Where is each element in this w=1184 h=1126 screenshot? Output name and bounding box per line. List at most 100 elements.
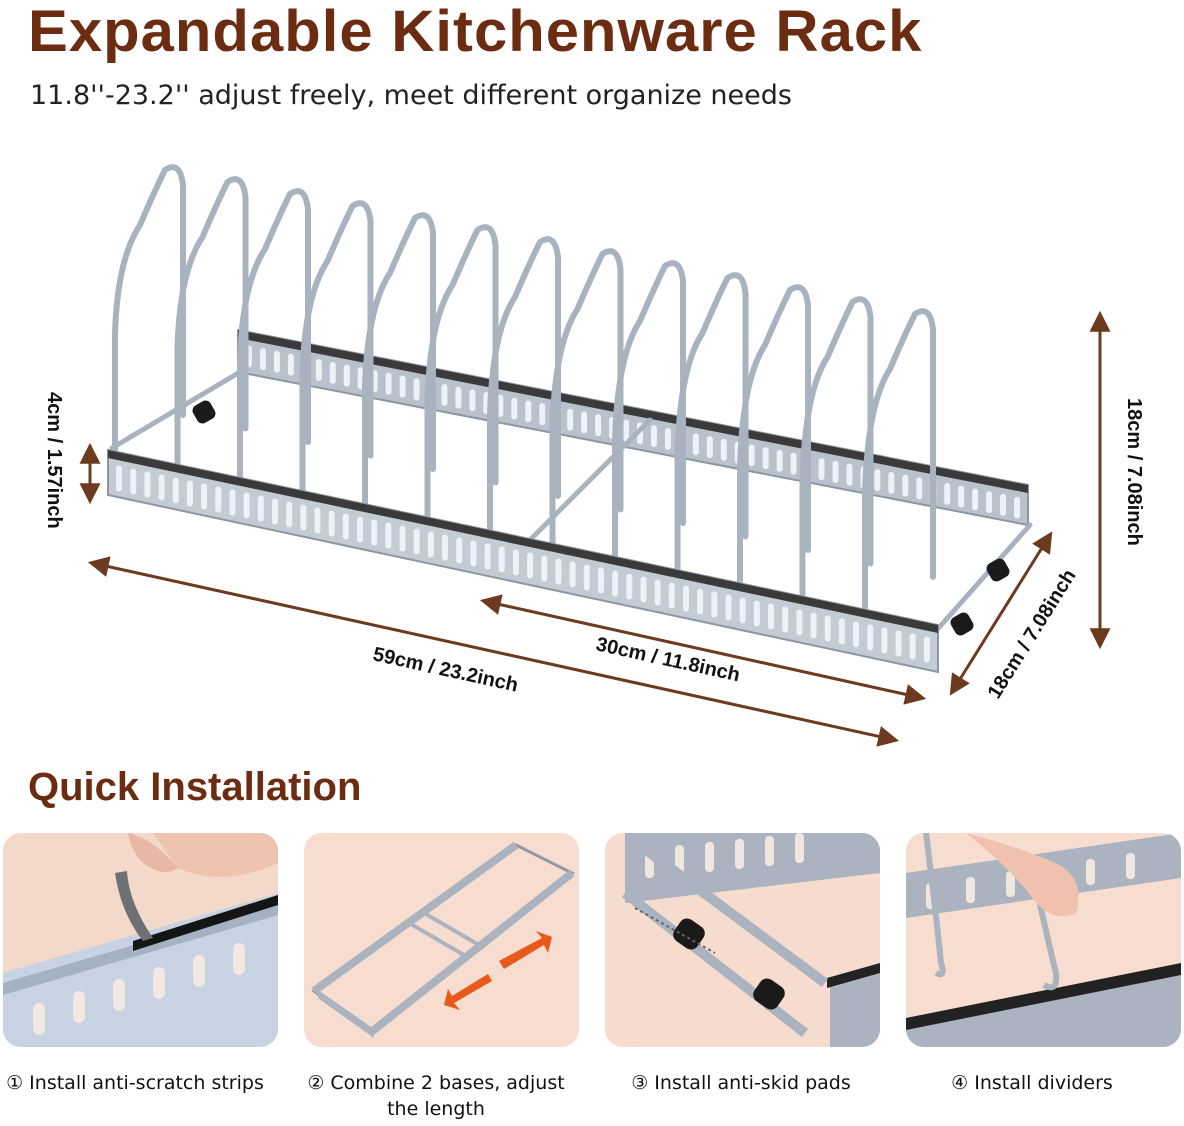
rail-slot (456, 537, 463, 564)
rail-slot (838, 618, 845, 645)
rail-slot (739, 597, 746, 624)
step-2-caption: ② Combine 2 bases, adjust the length (307, 1072, 565, 1120)
rail-slot (776, 449, 783, 472)
step-2-image (304, 833, 579, 1047)
rack-divider (362, 212, 436, 512)
rail-slot (315, 359, 322, 382)
rail-slot (271, 498, 278, 525)
rack-dividers (112, 164, 936, 620)
rack-divider (612, 260, 686, 566)
step-3-image (605, 833, 880, 1047)
rail-slot (569, 561, 576, 588)
rail-slot (144, 471, 151, 498)
rail-slot (725, 594, 732, 621)
rail-slot (986, 491, 993, 514)
rail-slot (902, 474, 909, 497)
rail-slot (706, 436, 713, 459)
rail-slot (782, 606, 789, 633)
rail-slot (790, 452, 797, 475)
rail-slot (853, 621, 860, 648)
rail-slot (654, 579, 661, 606)
rail-slot (697, 588, 704, 615)
rack-divider (112, 164, 186, 458)
rack-divider (737, 284, 811, 593)
rail-slot (371, 519, 378, 546)
rail-slot (328, 510, 335, 537)
rack-divider (237, 188, 311, 485)
rail-slot (427, 531, 434, 558)
rail-slot (541, 555, 548, 582)
rack-divider (862, 308, 936, 620)
rail-slot (810, 612, 817, 639)
rail-slot (116, 465, 123, 492)
rail-slot (664, 427, 671, 450)
rail-slot (581, 411, 588, 434)
rail-slot (441, 383, 448, 406)
rack-back-rail (237, 328, 1029, 527)
rail-slot (342, 513, 349, 540)
page-title: Expandable Kitchenware Rack (28, 0, 923, 64)
rail-slot (498, 546, 505, 573)
rail-slot (511, 397, 518, 420)
rail-slot (692, 433, 699, 456)
rail-slot (595, 414, 602, 437)
rail-slot (923, 636, 930, 663)
step-4-caption: ④ Install dividers (951, 1072, 1113, 1094)
rack-divider (174, 176, 249, 472)
rail-slot (818, 458, 825, 481)
rail-slot (385, 372, 392, 395)
rail-slot (287, 353, 294, 376)
rail-slot (343, 364, 350, 387)
rail-slot (753, 600, 760, 627)
rack-illustration: 4cm / 1.57inch 18cm / 7.08inch 59cm / 23… (43, 164, 1145, 747)
rail-slot (286, 501, 293, 528)
step-1-image (3, 833, 278, 1047)
rail-slot (259, 348, 266, 371)
rail-slot (243, 492, 250, 519)
rail-slot (711, 591, 718, 618)
rail-slot (958, 485, 965, 508)
rail-slot (512, 549, 519, 576)
rail-slot (597, 567, 604, 594)
rail-slot (682, 585, 689, 612)
rail-slot (720, 438, 727, 461)
step-4-image (906, 833, 1181, 1047)
rail-slot (413, 528, 420, 555)
rail-slot (1014, 496, 1021, 519)
rail-slot (469, 389, 476, 412)
rail-slot (972, 488, 979, 511)
step-3-caption: ③ Install anti-skid pads (631, 1072, 851, 1094)
rail-slot (525, 400, 532, 423)
rail-slot (484, 543, 491, 570)
rail-slot (186, 480, 193, 507)
rail-slot (273, 350, 280, 373)
rail-slot (413, 378, 420, 401)
rail-slot (470, 540, 477, 567)
rail-slot (583, 564, 590, 591)
rail-slot (455, 386, 462, 409)
rail-slot (623, 419, 630, 442)
rail-slot (748, 444, 755, 467)
rail-slot (626, 573, 633, 600)
rail-slot (399, 375, 406, 398)
rail-slot (201, 483, 208, 510)
rack-divider (299, 200, 374, 499)
rail-slot (314, 507, 321, 534)
rail-slot (867, 624, 874, 651)
rail-slot (300, 504, 307, 531)
rack-divider (799, 296, 874, 607)
rail-slot (442, 534, 449, 561)
rail-slot (385, 522, 392, 549)
rail-slot (1000, 493, 1007, 516)
step-1-caption: ① Install anti-scratch strips (6, 1072, 264, 1094)
rail-slot (824, 615, 831, 642)
rail-slot (881, 627, 888, 654)
rail-slot (215, 486, 222, 513)
rail-slot (130, 468, 137, 495)
rail-slot (555, 558, 562, 585)
rack-divider (549, 248, 624, 553)
rail-slot (229, 489, 236, 516)
rail-slot (846, 463, 853, 486)
rail-slot (768, 603, 775, 630)
rail-slot (399, 525, 406, 552)
